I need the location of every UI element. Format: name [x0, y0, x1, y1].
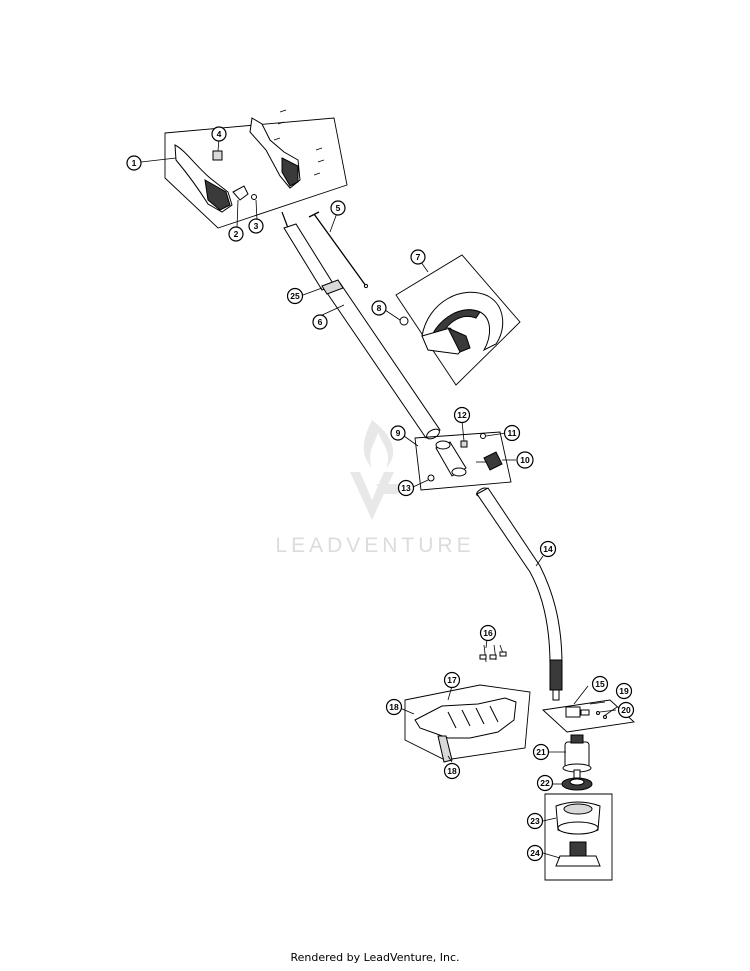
callout-1: 1: [126, 155, 142, 171]
svg-text:9: 9: [396, 428, 401, 438]
svg-text:23: 23: [530, 816, 540, 826]
svg-text:12: 12: [457, 410, 467, 420]
callout-24: 24: [526, 844, 544, 862]
callout-8: 8: [371, 300, 387, 316]
callout-15: 15: [591, 675, 609, 693]
svg-text:3: 3: [254, 221, 259, 231]
svg-text:22: 22: [540, 778, 550, 788]
svg-text:5: 5: [336, 203, 341, 213]
footer-credit: Rendered by LeadVenture, Inc.: [290, 951, 460, 964]
handle-assembly: [164, 109, 348, 229]
svg-text:8: 8: [377, 303, 382, 313]
guard-assembly: [404, 684, 531, 763]
callout-7: 7: [410, 249, 426, 265]
svg-text:13: 13: [401, 483, 411, 493]
callout-6: 6: [312, 314, 328, 330]
callout-14: 14: [539, 540, 557, 558]
bolts: [479, 644, 507, 663]
callout-22: 22: [536, 774, 554, 792]
svg-text:2: 2: [234, 229, 239, 239]
svg-text:18: 18: [389, 702, 399, 712]
spool-retainer: [561, 777, 593, 791]
svg-text:16: 16: [483, 628, 493, 638]
callout-10: 10: [516, 451, 534, 469]
callout-5: 5: [330, 200, 346, 216]
callout-12: 12: [453, 406, 471, 424]
svg-text:14: 14: [543, 544, 553, 554]
drive-hub: [562, 734, 592, 779]
trimmer-head: [544, 793, 613, 881]
callout-13: 13: [397, 479, 415, 497]
callout-9: 9: [390, 425, 406, 441]
lower-shaft: [476, 487, 563, 701]
callout-23: 23: [526, 812, 544, 830]
callout-17: 17: [443, 671, 461, 689]
svg-text:25: 25: [290, 291, 300, 301]
svg-text:15: 15: [595, 679, 605, 689]
svg-text:17: 17: [447, 675, 457, 685]
leader-lines: [140, 138, 618, 859]
svg-text:6: 6: [318, 317, 323, 327]
callout-16: 16: [479, 624, 497, 642]
svg-text:19: 19: [619, 686, 629, 696]
svg-text:10: 10: [520, 455, 530, 465]
handle-screws: [273, 109, 325, 176]
svg-text:21: 21: [536, 747, 546, 757]
svg-text:11: 11: [508, 428, 517, 438]
callout-19: 19: [615, 682, 633, 700]
drive-cable: [308, 211, 369, 289]
svg-text:4: 4: [217, 129, 222, 139]
svg-text:1: 1: [132, 158, 137, 168]
watermark-logo: [350, 420, 404, 520]
svg-text:18: 18: [447, 766, 457, 776]
assist-handle: [395, 254, 521, 386]
callout-4: 4: [211, 126, 227, 142]
callout-20: 20: [617, 701, 635, 719]
callout-18-top: 18: [385, 698, 403, 716]
svg-text:20: 20: [621, 705, 631, 715]
upper-shaft: [281, 211, 441, 440]
callout-2: 2: [228, 226, 244, 242]
callout-11: 11: [503, 424, 521, 442]
svg-text:7: 7: [416, 252, 421, 262]
watermark-text: LEADVENTURE: [275, 534, 474, 557]
svg-text:24: 24: [530, 848, 540, 858]
callout-25: 25: [286, 287, 304, 305]
callout-3: 3: [248, 218, 264, 234]
coupler-assembly: [414, 431, 512, 491]
callout-21: 21: [532, 743, 550, 761]
callout-18-bottom: 18: [443, 762, 461, 780]
